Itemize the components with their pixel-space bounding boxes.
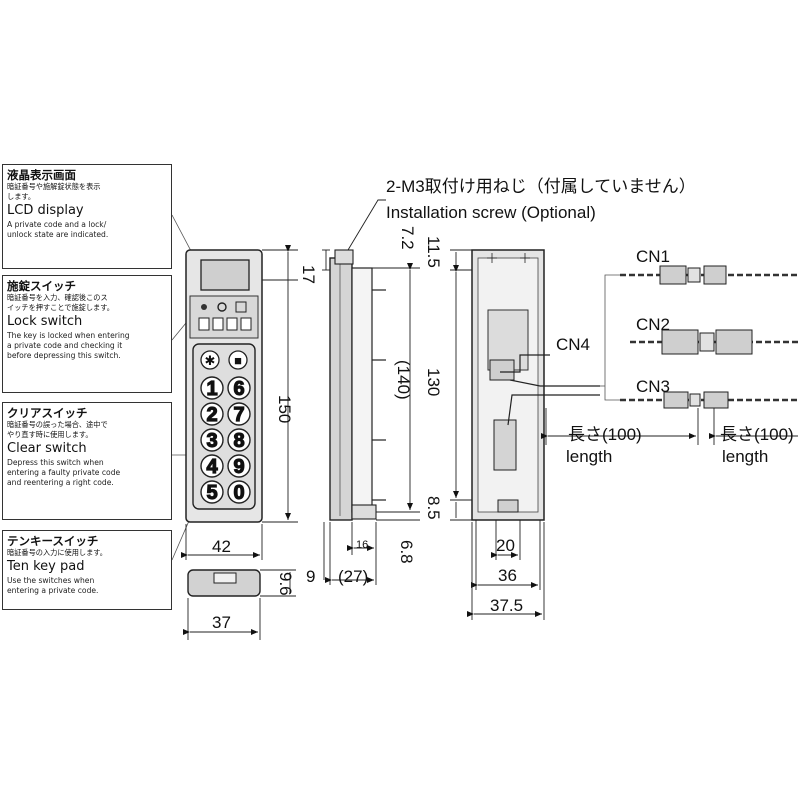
side-view: [329, 249, 386, 521]
dim-bottom-height: 9.6: [276, 572, 295, 596]
callout-title-jp: 施錠スイッチ: [7, 279, 76, 293]
keypad-digit-key: [227, 480, 251, 504]
dim-side-depth: (27): [338, 567, 368, 586]
callout-desc-en: A private code and a lock/: [7, 220, 107, 229]
dim-side-16: 16: [356, 539, 368, 551]
dim-back-top: 11.5: [424, 236, 443, 268]
callout-lock-switch: 施錠スイッチ 暗証番号を入力、確認後このス イッチを押すことで施錠します。 Lo…: [2, 275, 172, 393]
keypad-digit-label: 9: [233, 456, 244, 478]
callout-desc-en: The key is locked when entering: [7, 331, 130, 340]
keypad-digit-key: [227, 402, 251, 426]
keypad-digit-label: 2: [206, 404, 217, 426]
length-en-1: length: [566, 447, 612, 466]
keypad-digit-key: [200, 376, 224, 400]
callout-title-jp: 液晶表示画面: [7, 168, 76, 182]
callout-desc-jp: します。: [7, 192, 36, 201]
keypad-digit-key: [200, 480, 224, 504]
callout-desc-en: before depressing this switch.: [7, 351, 121, 360]
keypad-digit-key: [200, 428, 224, 452]
dim-front-width: 42: [212, 537, 231, 556]
length-en-2: length: [722, 447, 768, 466]
dim-side-68: 6.8: [397, 540, 416, 564]
connector-cn3: [620, 391, 800, 409]
dim-back-130: 130: [424, 368, 443, 396]
dim-front-height: 150: [275, 395, 294, 423]
callout-desc-en: Depress this switch when: [7, 458, 104, 467]
callout-title-en: LCD display: [7, 203, 84, 218]
connector-cn2: [630, 329, 800, 355]
bottom-view: 9.6 37: [183, 569, 296, 640]
callout-desc-jp: 暗証番号の誤った場合、途中で: [7, 420, 108, 429]
keypad-digit-label: 4: [206, 456, 218, 478]
keypad-digit-label: 7: [233, 404, 244, 426]
cn2-label: CN2: [636, 315, 670, 334]
dim-side-9: 9: [306, 567, 315, 586]
connector-cn1: [620, 265, 800, 285]
callout-desc-jp: やり直す時に使用します。: [7, 430, 93, 439]
callout-desc-en: Use the switches when: [7, 576, 95, 585]
callout-title-jp: テンキースイッチ: [7, 534, 99, 548]
keypad-digit-label: 1: [206, 378, 217, 400]
callout-title-jp: クリアスイッチ: [7, 406, 88, 420]
dim-back-36: 36: [498, 566, 517, 585]
dim-back-20: 20: [496, 536, 515, 555]
keypad-digit-key: [200, 454, 224, 478]
callout-desc-jp: 暗証番号や施解錠状態を表示: [7, 182, 101, 191]
cn1-label: CN1: [636, 247, 670, 266]
callout-title-en: Lock switch: [7, 314, 83, 329]
keypad-top-key: [228, 350, 248, 370]
dim-back-bottom: 8.5: [424, 496, 443, 520]
keypad-digit-key: [227, 428, 251, 452]
callout-desc-jp: イッチを押すことで施錠します。: [7, 303, 114, 312]
callout-title-en: Clear switch: [7, 441, 87, 456]
callout-clear-switch: クリアスイッチ 暗証番号の誤った場合、途中で やり直す時に使用します。 Clea…: [2, 402, 172, 520]
length-jp-2: 長さ(100): [720, 425, 794, 444]
dim-side-top: 7.2: [398, 226, 417, 250]
keypad-digit-key: [227, 376, 251, 400]
callout-ten-key-pad: テンキースイッチ 暗証番号の入力に使用します。 Ten key pad Use …: [2, 530, 172, 610]
dim-back-375: 37.5: [490, 596, 523, 615]
callout-title-en: Ten key pad: [7, 559, 85, 574]
keypad-digit-label: 3: [206, 430, 217, 452]
keypad-top-key-label: ■: [234, 353, 242, 368]
callout-desc-en: entering a private code.: [7, 586, 99, 595]
dim-front-top: 17: [299, 265, 318, 284]
keypad-digit-label: 6: [233, 378, 244, 400]
keypad-digit-key: [200, 402, 224, 426]
length-jp-1: 長さ(100): [568, 425, 642, 444]
callout-lcd-display: 液晶表示画面 暗証番号や施解錠状態を表示 します。 LCD display A …: [2, 164, 172, 269]
cn3-label: CN3: [636, 377, 670, 396]
keypad-digit-key: [227, 454, 251, 478]
keypad-top-key: [200, 350, 220, 370]
installation-screw-en: Installation screw (Optional): [386, 203, 596, 222]
callout-desc-jp: 暗証番号の入力に使用します。: [7, 548, 107, 557]
callout-desc-en: entering a faulty private code: [7, 468, 121, 477]
callout-desc-en: and reentering a right code.: [7, 478, 114, 487]
dim-bottom-width: 37: [212, 613, 231, 632]
keypad-digit-label: 5: [206, 482, 217, 504]
keypad-digit-label: 0: [233, 482, 244, 504]
keypad-digit-label: 8: [233, 430, 244, 452]
callout-desc-en: unlock state are indicated.: [7, 230, 109, 239]
callout-desc-en: a private code and checking it: [7, 341, 123, 350]
dim-side-inner: (140): [394, 360, 413, 400]
installation-screw-jp: 2-M3取付け用ねじ（付属していません）: [386, 177, 696, 196]
callout-desc-jp: 暗証番号を入力、確認後このス: [7, 293, 108, 302]
cn4-label: CN4: [556, 335, 590, 354]
keypad-top-key-label: ✱: [205, 353, 216, 368]
